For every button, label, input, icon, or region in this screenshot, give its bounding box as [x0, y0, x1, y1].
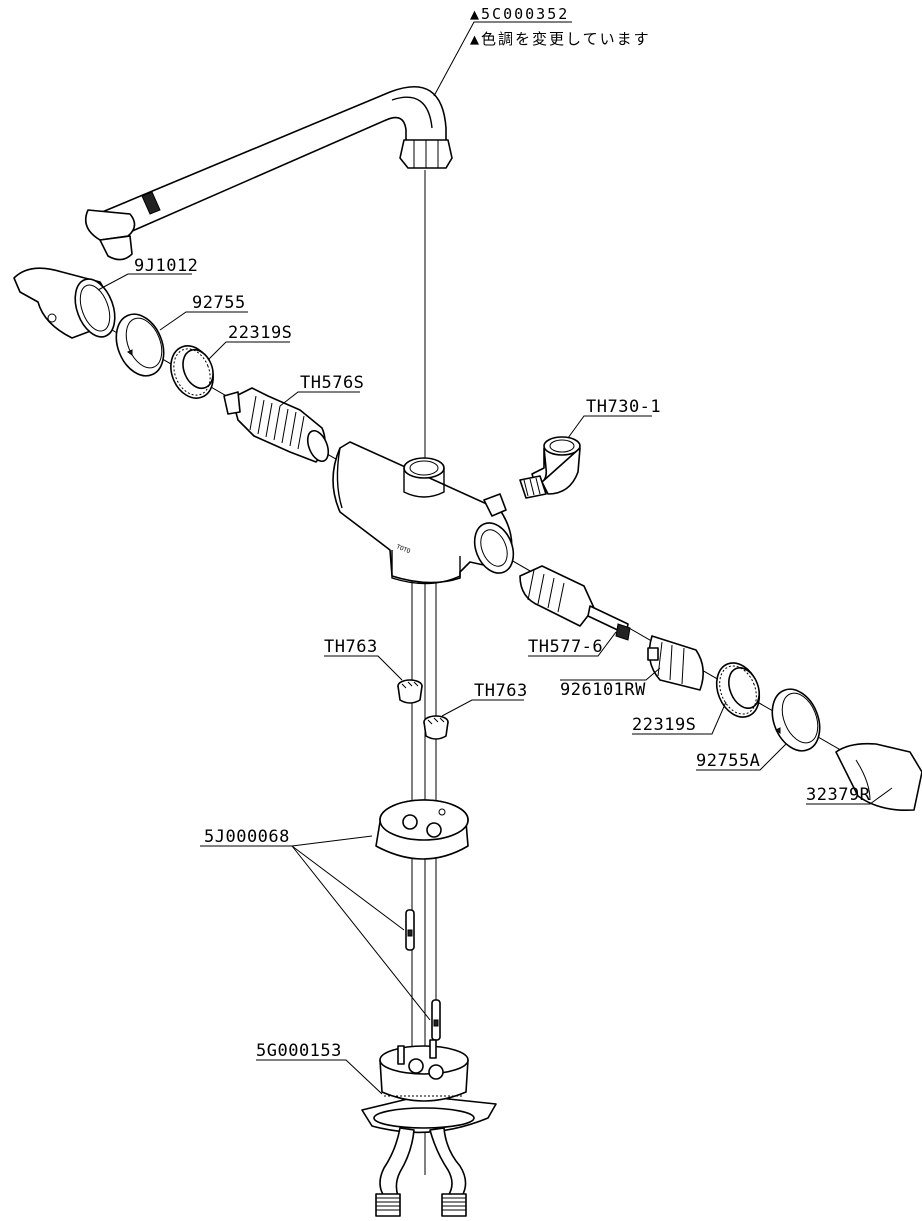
- label-5G000153: 5G000153: [256, 1041, 342, 1061]
- label-926101RW: 926101RW: [560, 680, 646, 700]
- label-9J1012: 9J1012: [134, 256, 198, 276]
- leader-92755A: [696, 743, 787, 771]
- leader-5G000153: [256, 1059, 383, 1095]
- label-TH763-1: TH763: [324, 637, 378, 657]
- thermo-cartridge-part: [223, 387, 330, 463]
- left-nut-part: [170, 345, 214, 399]
- adapter-part: [647, 635, 704, 691]
- leader-TH763-2: [441, 699, 524, 717]
- label-32379R: 32379R: [806, 785, 871, 805]
- pin-2-part: [431, 999, 441, 1041]
- leader-9J1012: [97, 273, 192, 291]
- base-assembly-part: [361, 1039, 497, 1217]
- base-cover-part: [375, 799, 469, 860]
- label-92755: 92755: [192, 293, 246, 313]
- leader-TH763-1: [324, 655, 403, 681]
- elbow-part: [519, 436, 581, 499]
- left-handle-part: [13, 267, 116, 339]
- pin-1-part: [405, 909, 415, 951]
- check-valve-2-part: [423, 715, 449, 740]
- label-92755A: 92755A: [696, 751, 760, 771]
- label-TH763-2: TH763: [474, 681, 528, 701]
- spout-part: [84, 86, 453, 261]
- leader-92755: [159, 311, 248, 331]
- leader-TH576S: [279, 391, 360, 407]
- label-5J000068: 5J000068: [204, 827, 290, 847]
- leader-TH730-1: [567, 415, 652, 439]
- label-TH576S: TH576S: [300, 373, 364, 393]
- leader-926101RW: [560, 667, 661, 681]
- leader-22319S-left: [207, 341, 290, 361]
- note-color-change: ▲色調を変更しています: [470, 30, 651, 48]
- leader-5J000068-pin1: [291, 845, 405, 931]
- right-nut-part: [715, 662, 761, 718]
- label-TH730-1: TH730-1: [586, 397, 661, 417]
- leader-top-part: [433, 21, 572, 97]
- mixer-body-part: TOTO: [332, 441, 515, 585]
- right-ring-part: [771, 688, 821, 752]
- label-22319S-right: 22319S: [632, 715, 696, 735]
- leader-22319S-right: [632, 701, 727, 735]
- leader-32379R: [806, 787, 893, 805]
- check-valve-1-part: [397, 679, 423, 704]
- left-ring-part: [115, 313, 165, 377]
- leader-5J000068-pin2: [291, 845, 431, 1021]
- label-22319S-left: 22319S: [228, 323, 292, 343]
- valve-cartridge-part: [519, 565, 631, 641]
- label-top-part: ▲5C000352: [470, 5, 569, 23]
- label-TH577-6: TH577-6: [528, 637, 603, 657]
- leader-TH577-6: [528, 631, 617, 657]
- right-handle-part: [835, 742, 922, 812]
